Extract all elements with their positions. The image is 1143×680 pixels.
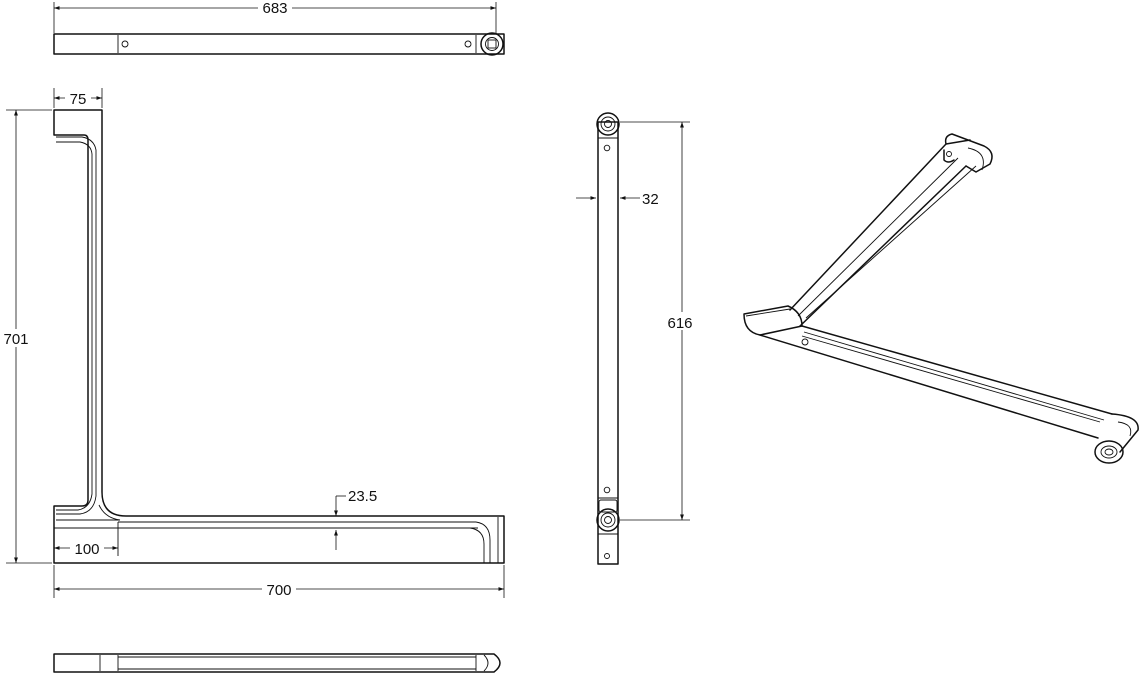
dim-side-thickness: 32 bbox=[642, 191, 659, 208]
dim-bar-offset: 23.5 bbox=[348, 488, 377, 505]
dim-top-length: 683 bbox=[262, 0, 287, 17]
top-view: 683 bbox=[53, 0, 505, 56]
bottom-view bbox=[53, 653, 501, 673]
front-view: 75 701 23.5 100 700 bbox=[0, 88, 505, 599]
dim-overall-height: 701 bbox=[3, 331, 28, 348]
side-view: 32 616 bbox=[576, 112, 702, 565]
dim-overall-length: 700 bbox=[266, 582, 291, 599]
dim-flange-width: 75 bbox=[70, 91, 87, 108]
isometric-view bbox=[743, 133, 1139, 464]
dim-bottom-inset: 100 bbox=[74, 541, 99, 558]
dim-side-length: 616 bbox=[667, 315, 692, 332]
